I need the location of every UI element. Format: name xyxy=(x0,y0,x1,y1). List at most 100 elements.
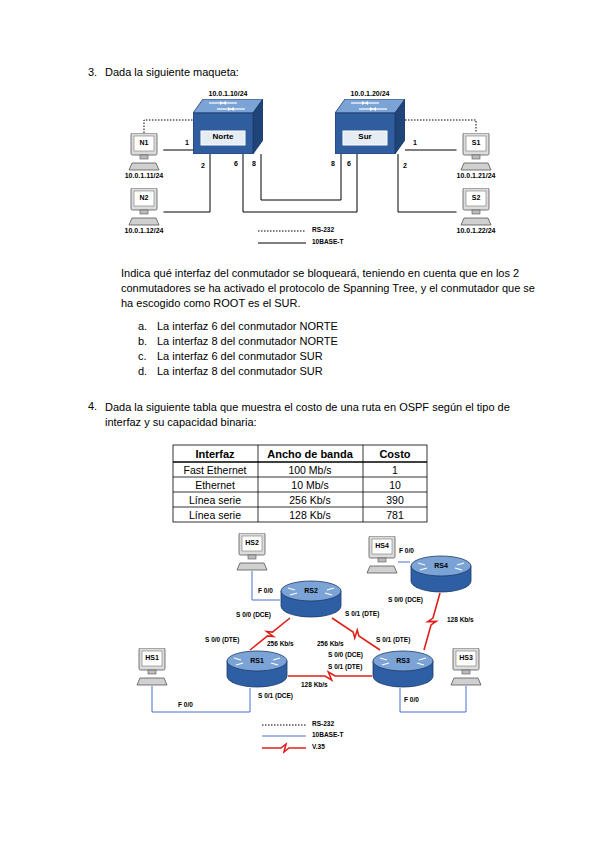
router-symbol xyxy=(226,650,288,688)
interface-label: S 0/1 (DTE) xyxy=(328,663,362,670)
ethernet-cable xyxy=(398,562,410,563)
host-node: N110.0.1.11/24 xyxy=(125,133,164,180)
option-text: La interfaz 8 del conmutador SUR xyxy=(157,365,323,378)
pc-icon: N2 xyxy=(128,188,160,226)
pc-icon: N1 xyxy=(128,133,160,171)
link-speed: 256 Kb/s xyxy=(266,640,295,647)
table-header: Interfaz xyxy=(195,448,234,461)
switch-symbol xyxy=(335,99,405,154)
rs232-cable xyxy=(405,120,476,133)
table-cell: Línea serie xyxy=(189,494,241,506)
table-cell: 390 xyxy=(386,494,404,506)
pc-symbol xyxy=(128,188,160,226)
router-node: RS3 xyxy=(372,650,434,688)
ospf-table-grid xyxy=(173,445,427,522)
host-name: HS3 xyxy=(456,654,476,662)
port-number: 8 xyxy=(331,160,335,168)
router-symbol xyxy=(410,555,472,593)
ethernet-cable xyxy=(243,154,357,212)
legend-text: 10BASE-T xyxy=(312,238,343,245)
host-node: N210.0.1.12/24 xyxy=(125,188,164,235)
pc-symbol xyxy=(460,133,492,171)
router-symbol xyxy=(372,650,434,688)
interface-label: S 0/1 (DTE) xyxy=(376,636,410,643)
interface-label: S 0/0 (DCE) xyxy=(236,611,271,618)
host-node: HS3 xyxy=(450,648,482,686)
host-node: S210.0.1.22/24 xyxy=(457,188,496,235)
table-cell: Ethernet xyxy=(195,479,235,491)
port-number: 1 xyxy=(413,139,417,147)
port-number: 2 xyxy=(201,162,205,170)
ethernet-cable xyxy=(400,686,466,712)
router-icon: RS1 xyxy=(226,650,288,688)
link-speed: 128 Kb/s xyxy=(300,681,329,688)
router-node: RS2 xyxy=(280,580,342,618)
host-name: HS4 xyxy=(372,542,392,550)
pc-symbol xyxy=(460,188,492,226)
pc-icon: S1 xyxy=(460,133,492,171)
pc-icon: HS2 xyxy=(236,533,268,571)
question-text: Dada la siguiente maqueta: xyxy=(105,66,239,79)
interface-label: S 0/1 (DCE) xyxy=(258,692,293,699)
legend-text: RS-232 xyxy=(312,226,334,233)
router-node: RS4 xyxy=(410,555,472,593)
option-text: La interfaz 6 del conmutador SUR xyxy=(157,350,323,363)
host-name: S1 xyxy=(466,139,486,147)
interface-label: S 0/0 (DTE) xyxy=(205,636,239,643)
port-number: 2 xyxy=(403,162,407,170)
question-text: Dada la siguiente tabla que muestra el c… xyxy=(105,400,545,430)
host-node: HS2 xyxy=(236,533,268,571)
serial-link xyxy=(288,672,372,680)
pc-icon: S2 xyxy=(460,188,492,226)
pc-symbol xyxy=(136,648,168,686)
link-speed: 256 Kb/s xyxy=(316,640,345,647)
legend-text: 10BASE-T xyxy=(312,731,343,738)
option-letter: a. xyxy=(138,320,147,333)
option-text: La interfaz 6 del conmutador NORTE xyxy=(157,320,338,333)
table-cell: 10 xyxy=(389,479,401,491)
switch-name: Norte xyxy=(201,133,245,142)
ip-address: 10.0.1.22/24 xyxy=(457,227,496,235)
ethernet-cable xyxy=(163,154,210,212)
option-letter: b. xyxy=(138,335,147,348)
ip-address: 10.0.1.12/24 xyxy=(125,227,164,235)
pc-symbol xyxy=(128,133,160,171)
link-speed: 128 Kb/s xyxy=(446,616,475,623)
interface-label: F 0/0 xyxy=(258,587,273,594)
host-node: HS4 xyxy=(366,536,398,574)
switch-node: 10.0.1.10/24Norte xyxy=(193,90,263,154)
port-number: 1 xyxy=(185,139,189,147)
ip-address: 10.0.1.11/24 xyxy=(125,172,164,180)
table-cell: 781 xyxy=(386,509,404,521)
switch-icon: Sur xyxy=(335,99,405,154)
port-number: 6 xyxy=(234,160,238,168)
option-text: La interfaz 8 del conmutador NORTE xyxy=(157,335,338,348)
table-cell: 128 Kb/s xyxy=(289,509,330,521)
ip-address: 10.0.1.10/24 xyxy=(209,90,248,98)
table-cell: 256 Kb/s xyxy=(289,494,330,506)
ip-address: 10.0.1.20/24 xyxy=(351,90,390,98)
router-name: RS4 xyxy=(410,562,472,570)
port-number: 8 xyxy=(252,160,256,168)
option-letter: c. xyxy=(138,350,147,363)
router-name: RS1 xyxy=(226,657,288,665)
pc-icon: HS4 xyxy=(366,536,398,574)
pc-symbol xyxy=(366,536,398,574)
interface-label: F 0/0 xyxy=(404,696,419,703)
ethernet-cable xyxy=(261,154,341,200)
ip-address: 10.0.1.21/24 xyxy=(457,172,496,180)
pc-symbol xyxy=(236,533,268,571)
ethernet-cable xyxy=(398,154,457,212)
rs232-cable xyxy=(144,120,193,133)
legend-text: V.35 xyxy=(312,743,325,750)
interface-label: S 0/0 (DCE) xyxy=(388,596,423,603)
router-node: RS1 xyxy=(226,650,288,688)
pc-icon: HS1 xyxy=(136,648,168,686)
question-number: 4. xyxy=(88,400,97,413)
router-icon: RS4 xyxy=(410,555,472,593)
table-cell: 10 Mb/s xyxy=(291,479,328,491)
switch-name: Sur xyxy=(343,133,387,142)
